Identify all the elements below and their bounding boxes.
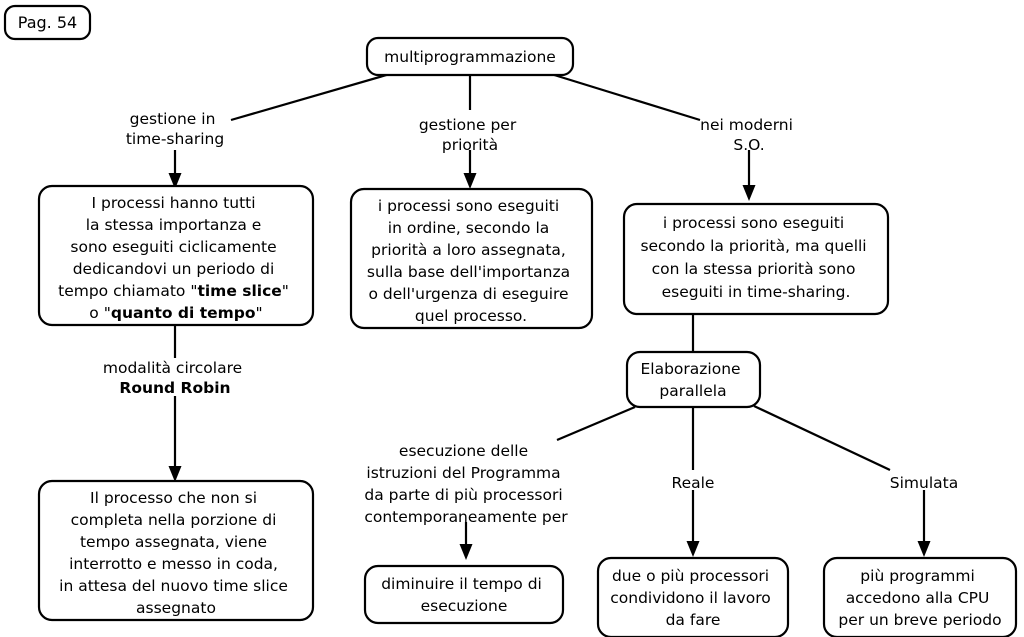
edge-label-round-robin: modalità circolare Round Robin — [103, 359, 247, 397]
node-piu-programmi-box-text: più programmi accedono alla CPU per un b… — [838, 567, 1001, 629]
arrow-head-timesharing — [168, 173, 182, 189]
edge-label-reale: Reale — [672, 474, 715, 492]
edge-label-simulata: Simulata — [890, 474, 958, 492]
node-timesharing-box[interactable]: I processi hanno tutti la stessa importa… — [37, 184, 315, 327]
edge-root-to-moderni — [550, 72, 701, 122]
node-interrotto-box-text: Il processo che non si completa nella po… — [59, 489, 293, 617]
node-due-processori-box-rect[interactable] — [596, 556, 790, 637]
edge-label-gestione-timesharing: gestione in time-sharing — [126, 110, 224, 148]
node-multiprogrammazione-label: multiprogrammazione — [384, 48, 556, 66]
node-interrotto-box-rect[interactable] — [37, 479, 315, 622]
node-interrotto-box[interactable]: Il processo che non si completa nella po… — [37, 479, 315, 622]
edge-root-to-timesharing — [230, 72, 391, 122]
edges-layer — [168, 72, 931, 560]
node-diminuire-box-rect[interactable] — [363, 564, 565, 625]
arrow-head-reale — [686, 541, 700, 557]
node-piu-programmi-box[interactable]: più programmi accedono alla CPU per un b… — [822, 556, 1018, 637]
node-priorita-box-rect[interactable] — [349, 187, 594, 330]
page-badge-label: Pag. 54 — [18, 13, 77, 32]
node-multiprogrammazione[interactable]: multiprogrammazione — [365, 36, 575, 77]
node-moderni-box-rect[interactable] — [622, 202, 890, 316]
edge-label-gestione-priorita: gestione per priorità — [419, 116, 521, 154]
edge-label-esecuzione-istruzioni: esecuzione delle istruzioni del Programm… — [364, 442, 568, 526]
arrow-head-diminuire — [459, 544, 473, 560]
edge-elaborazione-to-simulata — [753, 405, 891, 471]
arrow-head-simulata — [917, 541, 931, 557]
node-timesharing-box-rect[interactable] — [37, 184, 315, 327]
arrow-head-priorita — [463, 173, 477, 189]
node-timesharing-box-text: I processi hanno tutti la stessa importa… — [58, 194, 294, 322]
node-elaborazione-parallela-rect[interactable] — [625, 350, 762, 409]
edge-label-moderni-so: nei moderni S.O. — [700, 116, 798, 154]
page-badge: Pag. 54 — [3, 4, 92, 41]
page-badge-rect — [3, 4, 92, 41]
node-elaborazione-parallela-text: Elaborazione parallela — [640, 360, 745, 400]
edge-labels-layer: gestione in time-sharing gestione per pr… — [103, 110, 958, 526]
arrow-head-moderni — [742, 185, 756, 201]
node-diminuire-box-text: diminuire il tempo di esecuzione — [381, 575, 547, 615]
node-elaborazione-parallela[interactable]: Elaborazione parallela — [625, 350, 762, 409]
node-moderni-box[interactable]: i processi sono eseguiti secondo la prio… — [622, 202, 890, 316]
node-due-processori-box[interactable]: due o più processori condividono il lavo… — [596, 556, 790, 637]
node-moderni-box-text: i processi sono eseguiti secondo la prio… — [640, 214, 871, 301]
arrow-head-interrotto — [168, 466, 182, 482]
edge-elaborazione-to-esecuzione — [556, 405, 636, 442]
node-priorita-box[interactable]: i processi sono eseguiti in ordine, seco… — [349, 187, 594, 330]
node-due-processori-box-text: due o più processori condividono il lavo… — [610, 567, 775, 629]
node-priorita-box-text: i processi sono eseguiti in ordine, seco… — [367, 197, 575, 325]
node-multiprogrammazione-rect[interactable] — [365, 36, 575, 77]
node-diminuire-box[interactable]: diminuire il tempo di esecuzione — [363, 564, 565, 625]
node-piu-programmi-box-rect[interactable] — [822, 556, 1018, 637]
